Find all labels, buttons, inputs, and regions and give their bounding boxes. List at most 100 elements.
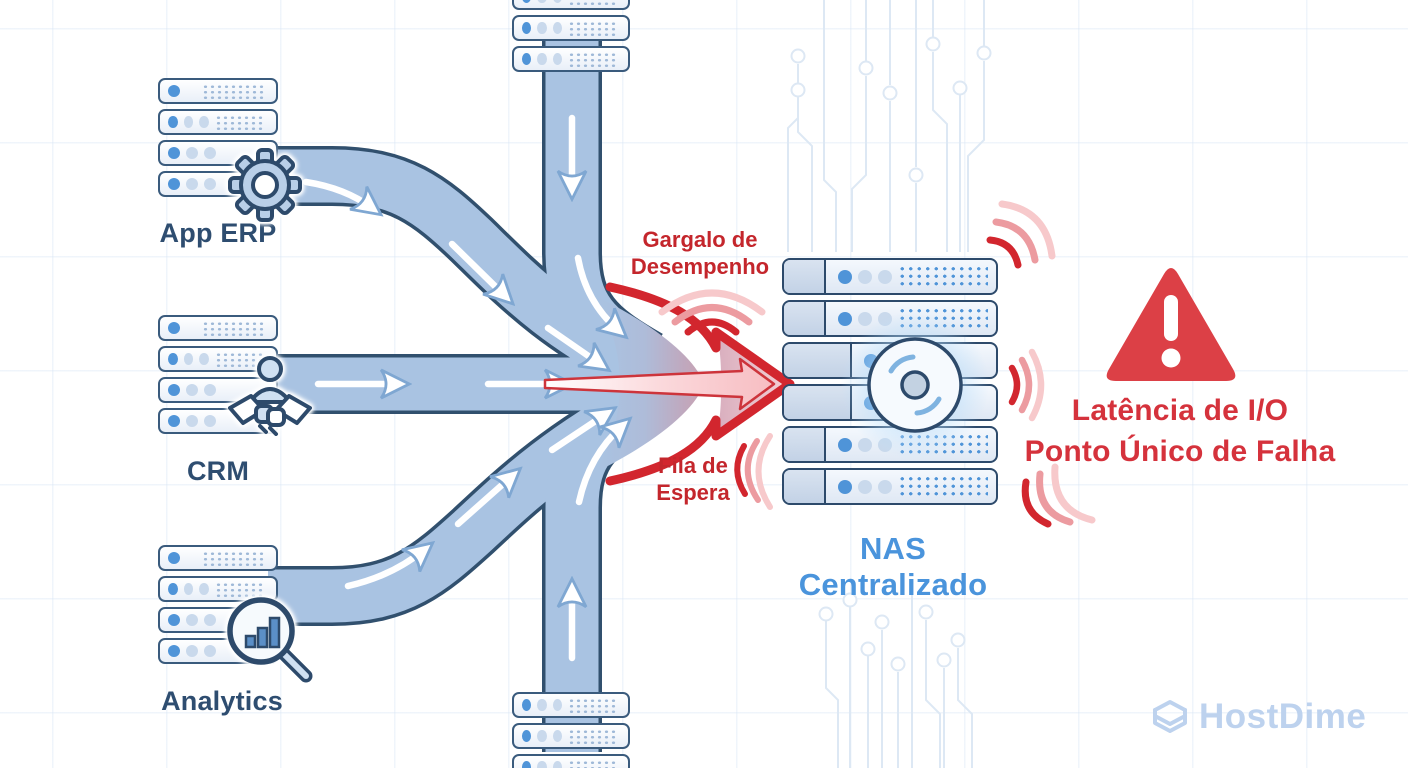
led-dot [168, 415, 180, 427]
led-dot [838, 479, 852, 494]
led-dot [537, 761, 547, 768]
led-dot [186, 645, 198, 657]
server-unit [158, 545, 278, 571]
vent-grid [214, 351, 264, 367]
led-dot [199, 116, 209, 128]
led-dot [199, 583, 209, 595]
led-dot [552, 22, 562, 34]
led-dot [537, 699, 547, 711]
signal-arcs-bottleneck [658, 289, 766, 336]
server-stack-crm [158, 315, 278, 434]
vent-grid [567, 759, 617, 768]
led-dot [878, 269, 892, 284]
led-dot [552, 53, 562, 65]
led-dot [204, 178, 216, 190]
handshake-icon [224, 352, 316, 449]
source-label-analytics: Analytics [161, 686, 283, 716]
led-dot [204, 384, 216, 396]
server-unit [782, 468, 998, 505]
warning-bottleneck-line2: Desempenho [630, 254, 770, 279]
warning-single-point-of-failure: Ponto Único de Falha [1024, 435, 1336, 468]
led-dot [168, 583, 178, 595]
led-dot [168, 645, 180, 657]
led-dot [183, 583, 194, 595]
server-unit [158, 576, 278, 602]
led-dot [204, 147, 216, 159]
server-unit [782, 258, 998, 295]
warning-bottleneck: Gargalo de Desempenho [605, 226, 795, 280]
warning-queue: Fila de Espera [618, 452, 768, 506]
vent-grid [214, 581, 264, 597]
warning-queue-line1: Fila de [658, 453, 728, 478]
vent-grid [898, 264, 988, 289]
warning-queue-line2: Espera [656, 480, 730, 505]
server-unit [512, 46, 630, 72]
warning-triangle-icon [1102, 262, 1240, 393]
server-bezel [784, 260, 826, 293]
source-label-app-erp: App ERP [159, 218, 277, 248]
led-dot [186, 147, 198, 159]
led-dot [183, 353, 194, 365]
led-dot [552, 699, 562, 711]
vent-grid [567, 728, 617, 744]
led-dot [552, 0, 562, 3]
led-dot [168, 353, 178, 365]
led-dot [186, 415, 198, 427]
server-unit [512, 692, 630, 718]
brand-watermark-label: HostDime [1199, 697, 1367, 736]
signal-arcs-nas-top [986, 200, 1056, 269]
led-dot [522, 53, 532, 65]
server-bezel [784, 302, 826, 335]
led-dot [858, 479, 872, 494]
led-dot [186, 384, 198, 396]
vent-grid [202, 320, 264, 336]
led-dot [858, 269, 872, 284]
led-dot [838, 269, 852, 284]
led-dot [168, 614, 180, 626]
led-dot [199, 353, 209, 365]
analytics-magnifier-icon [220, 592, 318, 695]
led-dot [168, 178, 180, 190]
led-dot [522, 22, 532, 34]
led-dot [522, 699, 532, 711]
brand-watermark: HostDime [1150, 697, 1366, 737]
io-request-arrow [543, 357, 776, 411]
led-dot [168, 85, 180, 97]
led-dot [183, 116, 194, 128]
signal-arcs-queue [734, 433, 773, 510]
led-dot [552, 761, 562, 768]
server-unit [158, 109, 278, 135]
gear-icon [228, 148, 302, 227]
storage-disk-icon [840, 310, 990, 460]
led-dot [537, 53, 547, 65]
vent-grid [567, 51, 617, 67]
server-unit [512, 754, 630, 768]
server-unit [158, 315, 278, 341]
led-dot [878, 479, 892, 494]
led-dot [204, 645, 216, 657]
vent-grid [567, 20, 617, 36]
led-dot [522, 730, 532, 742]
led-dot [537, 730, 547, 742]
server-unit [512, 723, 630, 749]
vent-grid [567, 0, 617, 5]
server-bezel [784, 470, 826, 503]
signal-arcs-nas-right [1008, 348, 1045, 422]
server-stack-analytics [158, 545, 278, 664]
led-dot [186, 178, 198, 190]
led-dot [522, 761, 532, 768]
led-dot [168, 147, 180, 159]
signal-arcs-nas-bottom [1021, 463, 1096, 528]
led-dot [168, 116, 178, 128]
led-dot [537, 0, 547, 3]
server-bezel [784, 428, 826, 461]
server-stack-bottom [512, 692, 630, 768]
server-unit [158, 377, 278, 403]
server-stack-top [512, 0, 630, 72]
led-dot [537, 22, 547, 34]
led-dot [204, 614, 216, 626]
vent-grid [898, 474, 988, 499]
led-dot [522, 0, 532, 3]
